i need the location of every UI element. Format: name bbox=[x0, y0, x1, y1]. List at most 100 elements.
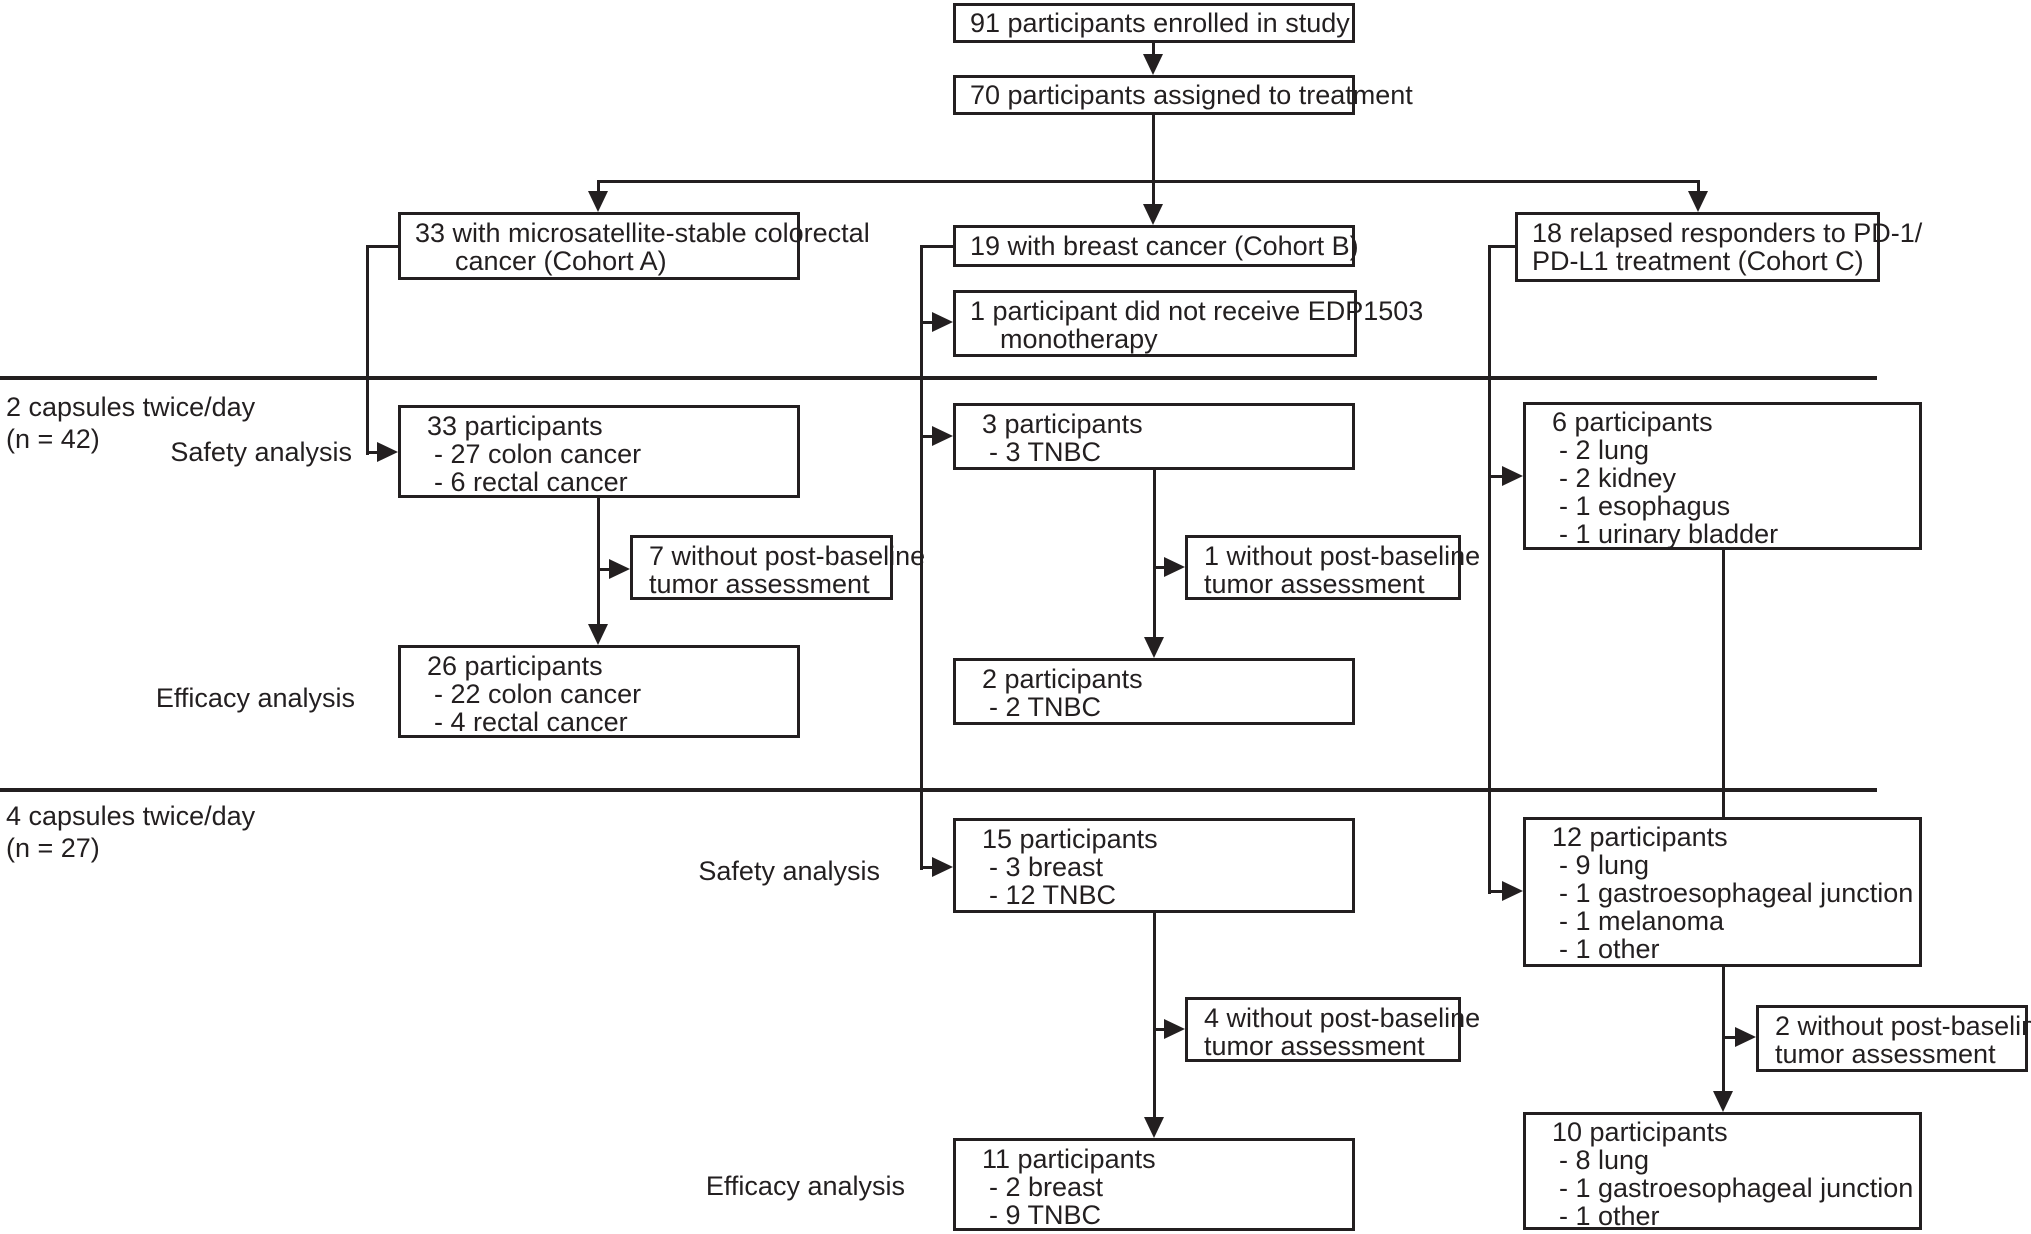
text-line: 12 participants bbox=[1552, 822, 1728, 852]
text-line: 2 without post-baseline bbox=[1775, 1011, 2031, 1041]
connector bbox=[366, 451, 380, 454]
safety-analysis-label-1: Safety analysis bbox=[170, 437, 352, 467]
text-line: 19 with breast cancer (Cohort B) bbox=[970, 231, 1359, 261]
text-line: - 2 breast bbox=[989, 1172, 1104, 1202]
box-c2-efficacy: 10 participants - 8 lung - 1 gastroesoph… bbox=[1523, 1112, 1922, 1230]
text-line: 18 relapsed responders to PD-1/ bbox=[1532, 218, 1923, 248]
box-b1-safety: 3 participants - 3 TNBC bbox=[953, 403, 1355, 470]
text-line: 26 participants bbox=[427, 651, 603, 681]
text-line: 15 participants bbox=[982, 824, 1158, 854]
connector bbox=[1722, 1036, 1738, 1039]
efficacy-analysis-label-1: Efficacy analysis bbox=[155, 683, 355, 713]
box-c1-safety: 6 participants - 2 lung - 2 kidney - 1 e… bbox=[1523, 402, 1922, 550]
box-enrolled: 91 participants enrolled in study bbox=[953, 3, 1355, 43]
arrowhead-right bbox=[609, 559, 630, 579]
text-line: - 8 lung bbox=[1559, 1145, 1650, 1175]
text-line: PD-L1 treatment (Cohort C) bbox=[1532, 246, 1864, 276]
safety-analysis-label-2: Safety analysis bbox=[698, 856, 880, 886]
connector bbox=[597, 568, 612, 571]
arrowhead-right bbox=[377, 442, 398, 462]
arrowhead-down bbox=[1713, 1091, 1733, 1112]
connector bbox=[1722, 550, 1725, 817]
text-line: - 1 other bbox=[1559, 934, 1660, 964]
text-line: - 2 lung bbox=[1559, 435, 1650, 465]
box-b1-dropout: 1 without post-baseline tumor assessment bbox=[1185, 535, 1481, 600]
connector bbox=[920, 435, 935, 438]
text-line: 33 with microsatellite-stable colorectal bbox=[415, 218, 870, 248]
text-line: 10 participants bbox=[1552, 1117, 1728, 1147]
connector bbox=[597, 498, 600, 628]
connector bbox=[1488, 245, 1515, 248]
text-line: - 22 colon cancer bbox=[434, 679, 642, 709]
text-line: - 1 other bbox=[1559, 1201, 1660, 1231]
text-line: - 1 gastroesophageal junction bbox=[1559, 878, 1914, 908]
text-line: 11 participants bbox=[982, 1144, 1156, 1174]
arrowhead-right bbox=[932, 312, 953, 332]
connector bbox=[366, 245, 398, 248]
box-b1-efficacy: 2 participants - 2 TNBC bbox=[953, 658, 1355, 725]
connector bbox=[920, 321, 935, 324]
text-line: - 4 rectal cancer bbox=[434, 707, 628, 737]
arrowhead-right bbox=[1502, 881, 1523, 901]
connector bbox=[1152, 43, 1155, 57]
arrowhead-down bbox=[1143, 204, 1163, 225]
connector bbox=[1488, 890, 1506, 893]
dose-section-divider-2 bbox=[0, 788, 1877, 792]
text-line: - 1 urinary bladder bbox=[1559, 519, 1779, 549]
box-c2-safety: 12 participants - 9 lung - 1 gastroesoph… bbox=[1523, 817, 1922, 967]
box-b2-efficacy: 11 participants - 2 breast - 9 TNBC bbox=[953, 1138, 1355, 1231]
connector bbox=[920, 245, 923, 870]
arrowhead-down bbox=[588, 624, 608, 645]
text-line: monotherapy bbox=[1000, 324, 1158, 354]
text-line: - 9 lung bbox=[1559, 850, 1650, 880]
connector bbox=[1153, 566, 1167, 569]
text-line: - 3 TNBC bbox=[989, 437, 1102, 467]
box-assigned: 70 participants assigned to treatment bbox=[953, 75, 1413, 115]
text-line: tumor assessment bbox=[1204, 569, 1425, 599]
box-cohort-c: 18 relapsed responders to PD-1/ PD-L1 tr… bbox=[1515, 212, 1923, 282]
connector bbox=[1153, 1028, 1167, 1031]
arrowhead-right bbox=[932, 857, 953, 877]
box-c2-dropout: 2 without post-baseline tumor assessment bbox=[1756, 1005, 2031, 1072]
arrowhead-down bbox=[1688, 191, 1708, 212]
text-line: - 6 rectal cancer bbox=[434, 467, 628, 497]
box-a-safety: 33 participants - 27 colon cancer - 6 re… bbox=[398, 405, 800, 498]
text-line: 4 without post-baseline bbox=[1204, 1003, 1481, 1033]
connector bbox=[1488, 475, 1506, 478]
text-line: - 2 TNBC bbox=[989, 692, 1102, 722]
text-line: 1 without post-baseline bbox=[1204, 541, 1481, 571]
text-line: - 1 esophagus bbox=[1559, 491, 1731, 521]
dose1-n: (n = 42) bbox=[6, 424, 100, 454]
arrowhead-right bbox=[1735, 1027, 1756, 1047]
text-line: 91 participants enrolled in study bbox=[970, 8, 1350, 38]
text-line: 70 participants assigned to treatment bbox=[970, 80, 1413, 110]
text-line: tumor assessment bbox=[1204, 1031, 1425, 1061]
connector bbox=[597, 180, 600, 193]
arrowhead-down bbox=[1144, 1117, 1164, 1138]
box-a-efficacy: 26 participants - 22 colon cancer - 4 re… bbox=[398, 645, 800, 738]
text-line: tumor assessment bbox=[1775, 1039, 1996, 1069]
dose-section-divider-1 bbox=[0, 376, 1877, 380]
box-b2-safety: 15 participants - 3 breast - 12 TNBC bbox=[953, 818, 1355, 913]
arrowhead-right bbox=[1502, 466, 1523, 486]
connector bbox=[366, 245, 369, 455]
text-line: cancer (Cohort A) bbox=[455, 246, 667, 276]
dose1-label: 2 capsules twice/day bbox=[6, 392, 256, 422]
connector bbox=[1153, 470, 1156, 641]
arrowhead-down bbox=[1143, 54, 1163, 75]
text-line: tumor assessment bbox=[649, 569, 870, 599]
connector bbox=[1152, 115, 1155, 180]
text-line: - 12 TNBC bbox=[989, 880, 1117, 910]
dose2-label: 4 capsules twice/day bbox=[6, 801, 256, 831]
text-line: 3 participants bbox=[982, 409, 1143, 439]
text-line: 1 participant did not receive EDP1503 bbox=[970, 296, 1424, 326]
text-line: - 9 TNBC bbox=[989, 1200, 1102, 1230]
box-b2-dropout: 4 without post-baseline tumor assessment bbox=[1185, 997, 1481, 1062]
connector bbox=[920, 866, 935, 869]
box-cohort-a: 33 with microsatellite-stable colorectal… bbox=[398, 212, 870, 280]
text-line: 2 participants bbox=[982, 664, 1143, 694]
arrowhead-down bbox=[588, 191, 608, 212]
efficacy-analysis-label-2: Efficacy analysis bbox=[705, 1171, 905, 1201]
arrowhead-right bbox=[1164, 557, 1185, 577]
text-line: - 1 gastroesophageal junction bbox=[1559, 1173, 1914, 1203]
